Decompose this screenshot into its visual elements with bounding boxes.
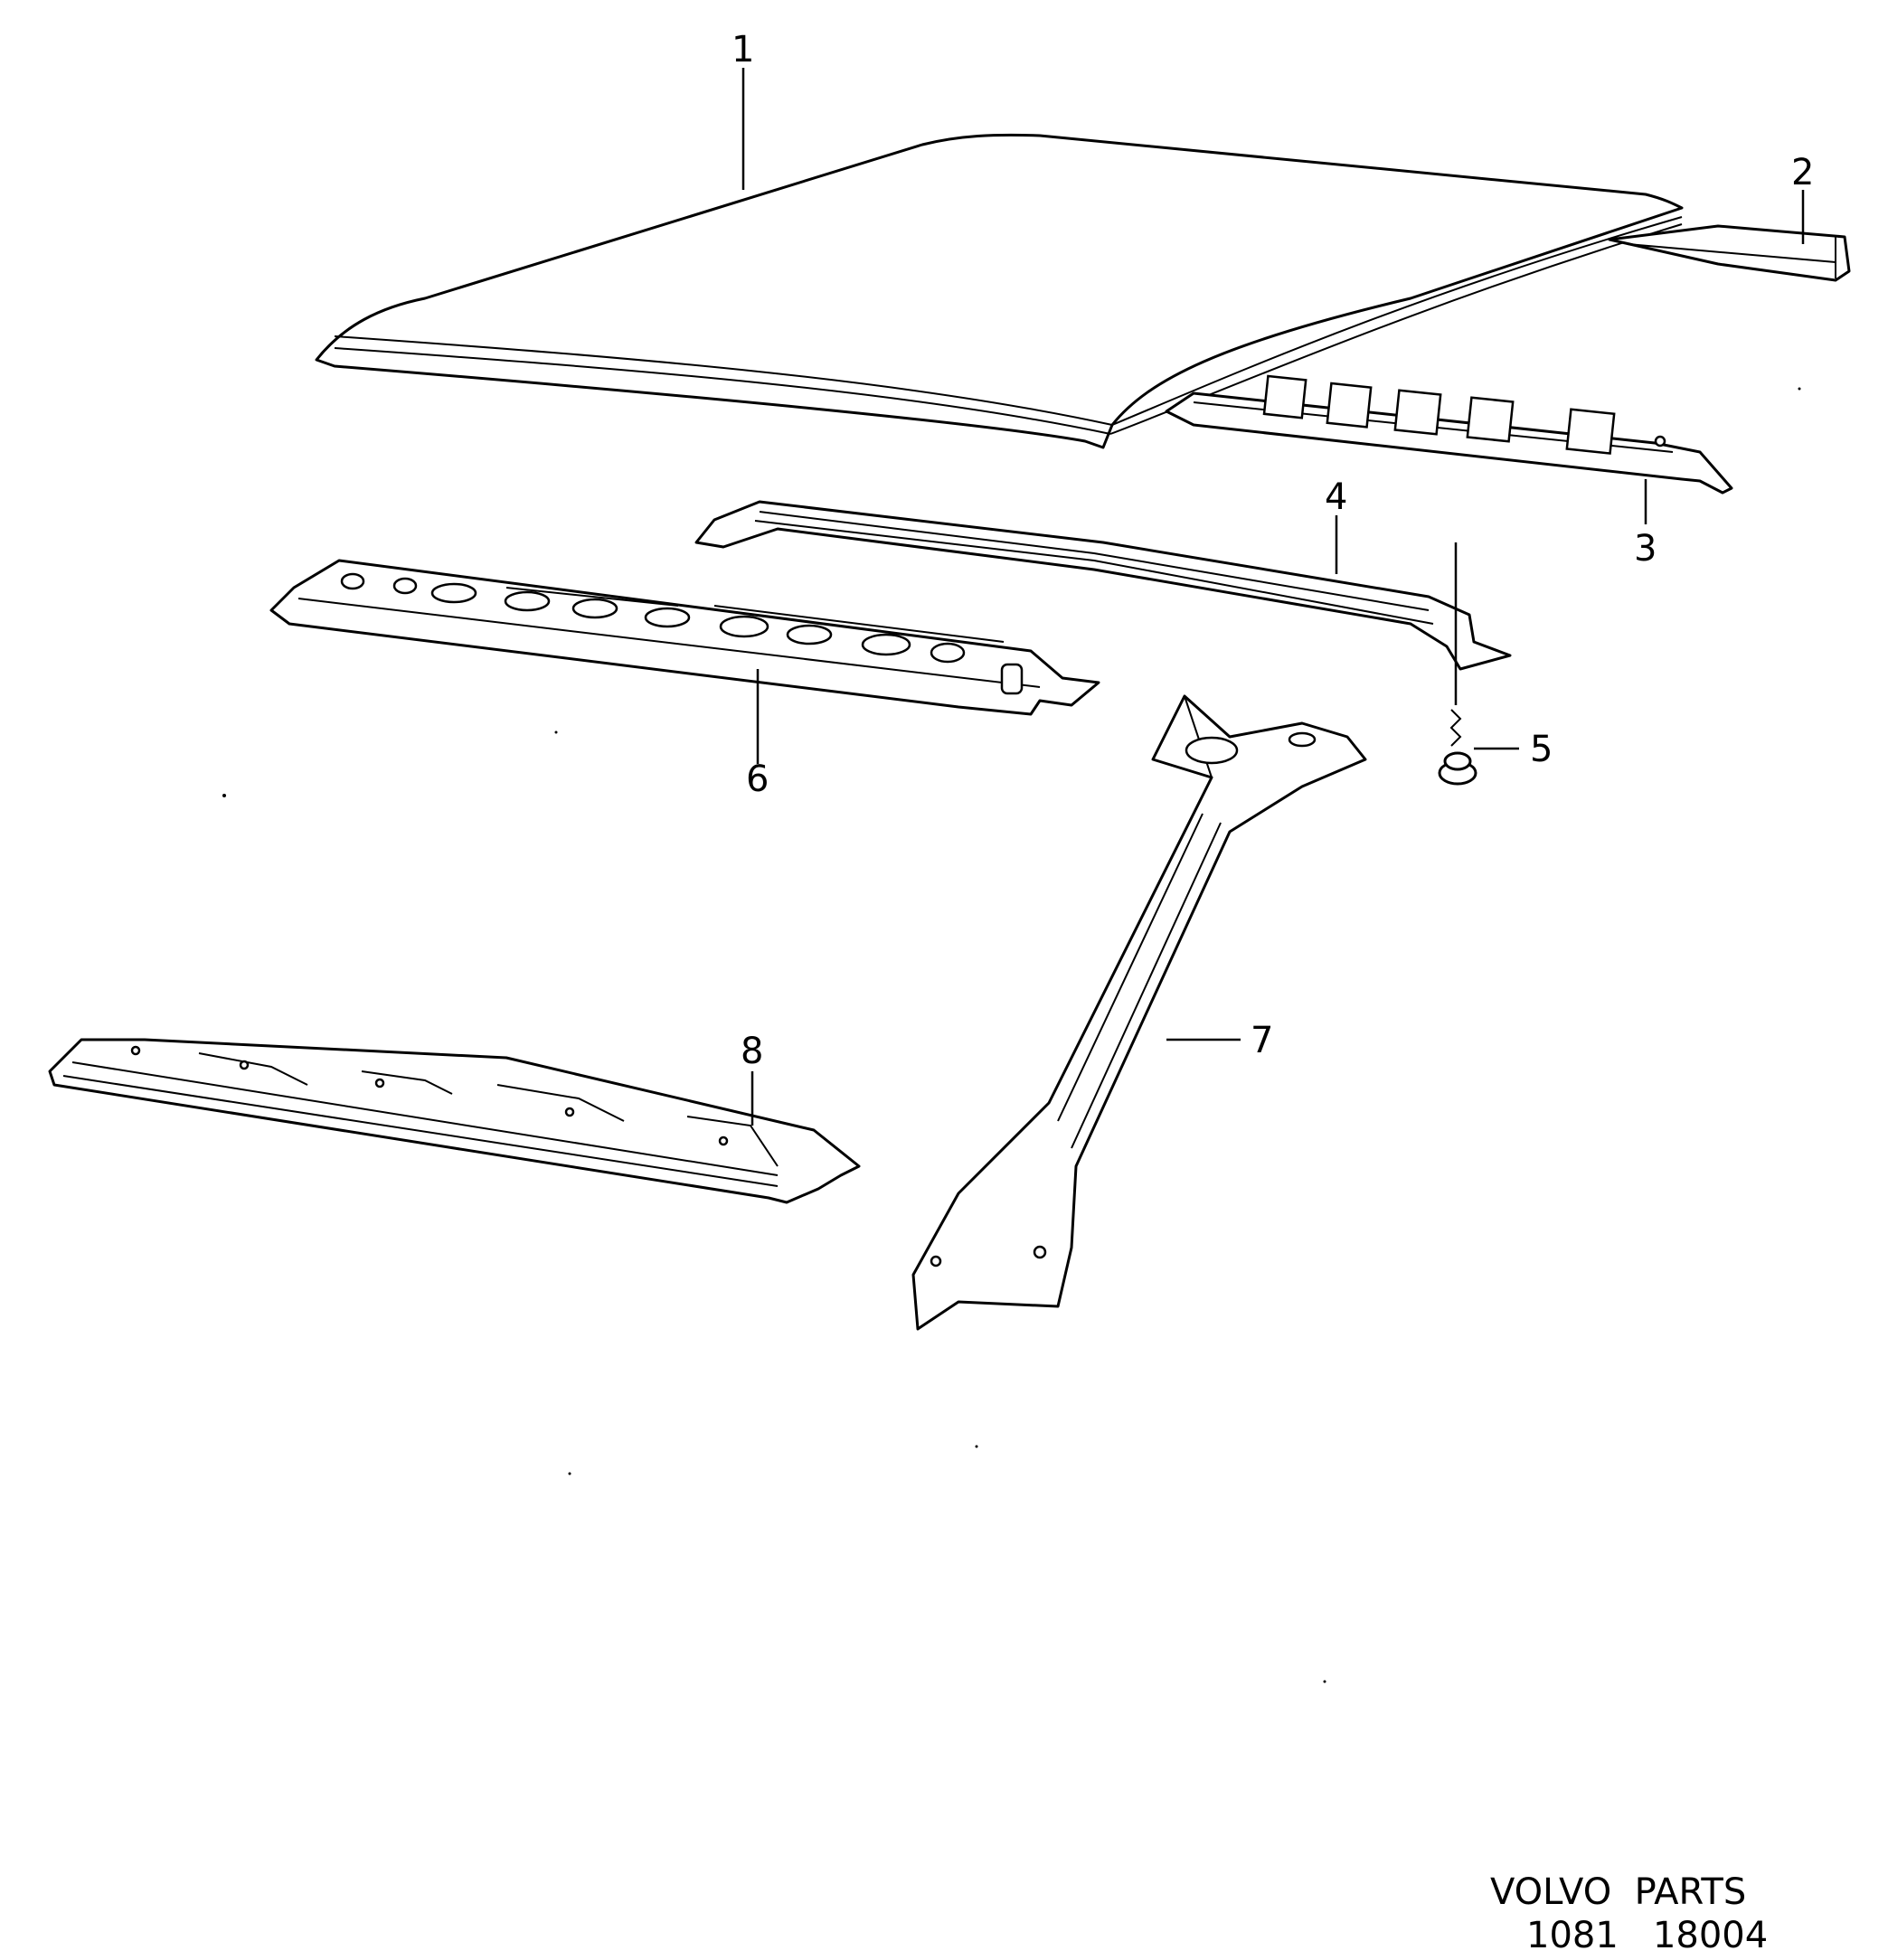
stray-dots (222, 387, 1801, 1683)
drip-rail (1608, 224, 1851, 282)
windscreen-header (48, 1038, 861, 1204)
front-roof-rail (269, 559, 1100, 716)
callout-8: 8 (741, 1031, 763, 1072)
callout-2: 2 (1791, 152, 1814, 193)
callout-5: 5 (1530, 729, 1553, 770)
screw-grommet (1438, 542, 1477, 786)
roof-panel (315, 133, 1684, 449)
rear-roof-rail (1165, 374, 1733, 495)
callout-6: 6 (746, 759, 769, 800)
caption-line-1: VOLVO PARTS (1490, 1871, 1747, 1913)
callout-4: 4 (1325, 476, 1347, 518)
callout-1: 1 (732, 29, 754, 71)
a-pillar (911, 694, 1367, 1331)
side-roof-rail (694, 500, 1512, 671)
callout-7: 7 (1251, 1020, 1273, 1061)
leader-lines (741, 68, 1805, 1126)
callout-3: 3 (1634, 528, 1657, 570)
caption-line-2: 1081 18004 (1526, 1915, 1769, 1956)
